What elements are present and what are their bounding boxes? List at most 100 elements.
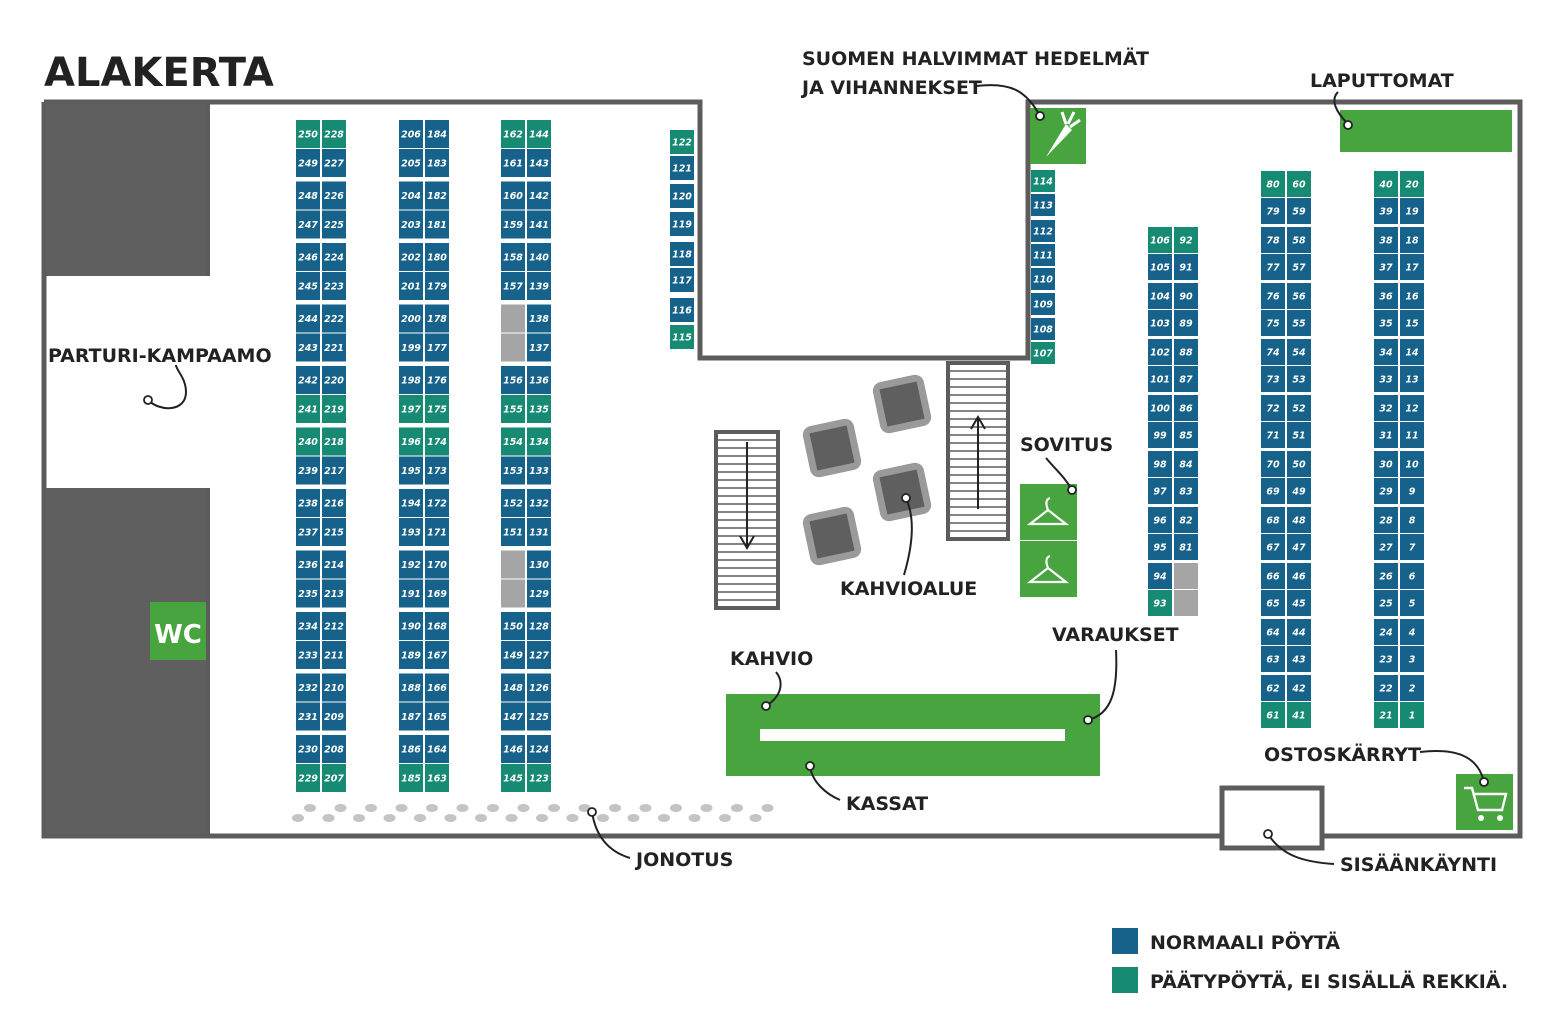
table-cell[interactable] xyxy=(1174,507,1198,533)
table-cell[interactable] xyxy=(527,272,551,300)
table-cell[interactable] xyxy=(1287,619,1311,645)
table-cell[interactable] xyxy=(399,395,423,423)
table-cell[interactable] xyxy=(399,333,423,362)
table-cell[interactable] xyxy=(670,184,694,208)
table-cell[interactable] xyxy=(425,550,449,579)
table-cell[interactable] xyxy=(527,333,551,362)
table-cell[interactable] xyxy=(1287,366,1311,392)
table-cell[interactable] xyxy=(425,702,449,731)
table-cell[interactable] xyxy=(670,242,694,266)
table-cell[interactable] xyxy=(425,366,449,394)
table-cell[interactable] xyxy=(296,243,320,271)
table-cell[interactable] xyxy=(670,268,694,292)
table-cell[interactable] xyxy=(296,735,320,763)
table-cell[interactable] xyxy=(1287,339,1311,365)
table-cell[interactable] xyxy=(1287,590,1311,616)
table-cell[interactable] xyxy=(296,210,320,239)
table-cell[interactable] xyxy=(670,130,694,154)
table-cell[interactable] xyxy=(399,210,423,239)
table-cell[interactable] xyxy=(1174,534,1198,560)
table-cell[interactable] xyxy=(1148,422,1172,448)
table-cell[interactable] xyxy=(322,518,346,546)
table-cell[interactable] xyxy=(1374,675,1398,701)
table-cell[interactable] xyxy=(1374,171,1398,197)
table-cell[interactable] xyxy=(1261,507,1285,533)
table-cell[interactable] xyxy=(501,395,525,423)
table-cell[interactable] xyxy=(1174,422,1198,448)
table-cell[interactable] xyxy=(1261,534,1285,560)
table-cell[interactable] xyxy=(501,210,525,239)
table-cell[interactable] xyxy=(322,673,346,702)
table-cell[interactable] xyxy=(425,333,449,362)
table-cell[interactable] xyxy=(296,272,320,300)
table-cell[interactable] xyxy=(1374,563,1398,589)
table-cell[interactable] xyxy=(399,272,423,300)
table-cell[interactable] xyxy=(501,456,525,485)
table-cell[interactable] xyxy=(1031,194,1055,216)
table-cell[interactable] xyxy=(1374,227,1398,253)
table-cell[interactable] xyxy=(425,764,449,792)
table-cell[interactable] xyxy=(1400,171,1424,197)
table-cell[interactable] xyxy=(1400,451,1424,477)
table-cell[interactable] xyxy=(399,550,423,579)
table-cell[interactable] xyxy=(1374,507,1398,533)
table-cell[interactable] xyxy=(322,304,346,333)
table-cell[interactable] xyxy=(296,395,320,423)
table-cell[interactable] xyxy=(1261,422,1285,448)
table-cell[interactable] xyxy=(296,120,320,148)
table-cell[interactable] xyxy=(296,518,320,546)
table-cell[interactable] xyxy=(501,489,525,517)
table-cell[interactable] xyxy=(1261,451,1285,477)
table-cell[interactable] xyxy=(322,702,346,731)
table-cell[interactable] xyxy=(1400,675,1424,701)
table-cell[interactable] xyxy=(1261,563,1285,589)
table-cell[interactable] xyxy=(296,612,320,640)
table-cell[interactable] xyxy=(322,149,346,177)
table-cell[interactable] xyxy=(399,579,423,608)
table-cell[interactable] xyxy=(399,702,423,731)
table-cell[interactable] xyxy=(425,120,449,148)
table-cell[interactable] xyxy=(1287,534,1311,560)
table-cell[interactable] xyxy=(425,735,449,763)
table-cell[interactable] xyxy=(501,366,525,394)
table-cell[interactable] xyxy=(527,427,551,456)
table-cell[interactable] xyxy=(1261,675,1285,701)
table-cell[interactable] xyxy=(399,673,423,702)
table-cell[interactable] xyxy=(399,120,423,148)
table-cell[interactable] xyxy=(322,579,346,608)
table-cell[interactable] xyxy=(1287,478,1311,504)
table-cell[interactable] xyxy=(1031,268,1055,290)
table-cell[interactable] xyxy=(1374,283,1398,309)
table-cell[interactable] xyxy=(1148,478,1172,504)
table-cell[interactable] xyxy=(1261,339,1285,365)
table-cell[interactable] xyxy=(501,702,525,731)
table-cell[interactable] xyxy=(1261,254,1285,280)
table-cell[interactable] xyxy=(1174,395,1198,421)
table-cell[interactable] xyxy=(322,243,346,271)
table-cell[interactable] xyxy=(399,518,423,546)
table-cell[interactable] xyxy=(322,395,346,423)
table-cell[interactable] xyxy=(670,325,694,349)
table-cell[interactable] xyxy=(399,304,423,333)
table-cell[interactable] xyxy=(1287,451,1311,477)
table-cell[interactable] xyxy=(1148,283,1172,309)
table-cell[interactable] xyxy=(1400,619,1424,645)
table-cell[interactable] xyxy=(1174,478,1198,504)
table-cell[interactable] xyxy=(527,456,551,485)
table-cell[interactable] xyxy=(1400,563,1424,589)
table-cell[interactable] xyxy=(322,210,346,239)
table-cell[interactable] xyxy=(322,735,346,763)
table-cell[interactable] xyxy=(1287,395,1311,421)
table-cell[interactable] xyxy=(1261,590,1285,616)
table-cell[interactable] xyxy=(399,612,423,640)
table-cell[interactable] xyxy=(425,612,449,640)
table-cell[interactable] xyxy=(1400,254,1424,280)
table-cell[interactable] xyxy=(1174,283,1198,309)
table-cell[interactable] xyxy=(1400,310,1424,336)
table-cell[interactable] xyxy=(1374,534,1398,560)
table-cell[interactable] xyxy=(1261,283,1285,309)
table-cell[interactable] xyxy=(527,764,551,792)
table-cell[interactable] xyxy=(425,579,449,608)
table-cell[interactable] xyxy=(1031,318,1055,340)
table-cell[interactable] xyxy=(1261,702,1285,728)
